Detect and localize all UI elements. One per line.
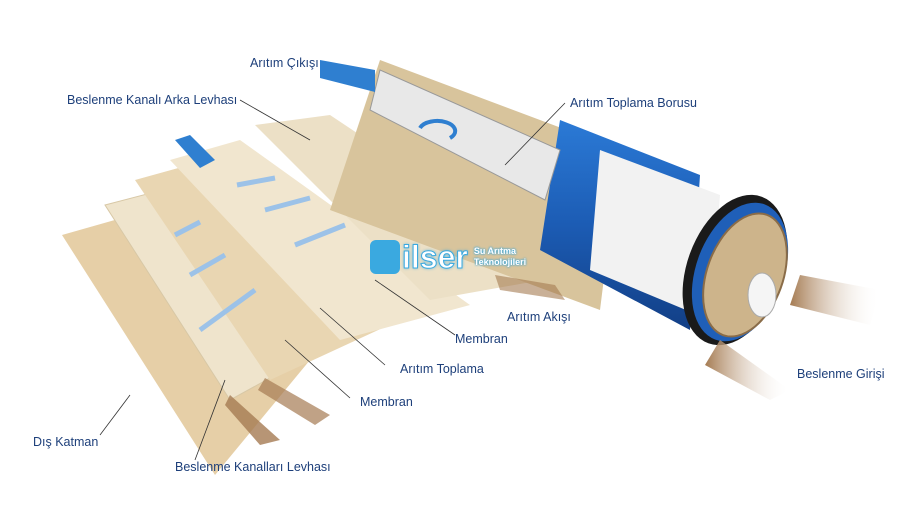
feed-inlet-arrow (790, 275, 880, 325)
feed-arrow (258, 378, 330, 425)
label-membrane-2: Membran (360, 395, 413, 409)
label-output: Arıtım Çıkışı (250, 56, 319, 70)
rotation-icon (418, 118, 458, 140)
collection-tube (369, 69, 561, 201)
center-tube-end (747, 272, 777, 318)
logo-tagline-2: Teknolojileri (473, 257, 527, 267)
permeate-flow-arrow (495, 275, 565, 300)
logo-tagline-1: Su Arıtma (473, 246, 517, 256)
label-membrane-1: Membran (455, 332, 508, 346)
output-arrow (320, 60, 375, 92)
water-drop-icon (370, 240, 400, 274)
flow-arrows (173, 175, 346, 333)
feed-arrow (225, 395, 280, 445)
label-back-plate: Beslenme Kanalı Arka Levhası (67, 93, 238, 107)
permeate-up-arrow (175, 135, 215, 168)
label-feed-channel-plate: Beslenme Kanalları Levhası (175, 460, 331, 474)
feed-inlet-arrow (705, 340, 790, 400)
label-feed-inlet: Beslenme Girişi (797, 367, 885, 381)
label-permeate-collection: Arıtım Toplama (400, 362, 484, 376)
label-permeate-flow: Arıtım Akışı (507, 310, 571, 324)
logo-wordmark: ilser (402, 239, 469, 275)
outer-layer-sheet (62, 210, 310, 475)
label-outer-layer: Dış Katman (33, 435, 99, 449)
permeate-collection-sheet (170, 140, 470, 340)
label-collection-tube: Arıtım Toplama Borusu (570, 96, 697, 110)
leader-lines (99, 99, 566, 461)
ilser-logo: ilser Su Arıtma Teknolojileri (370, 240, 526, 274)
